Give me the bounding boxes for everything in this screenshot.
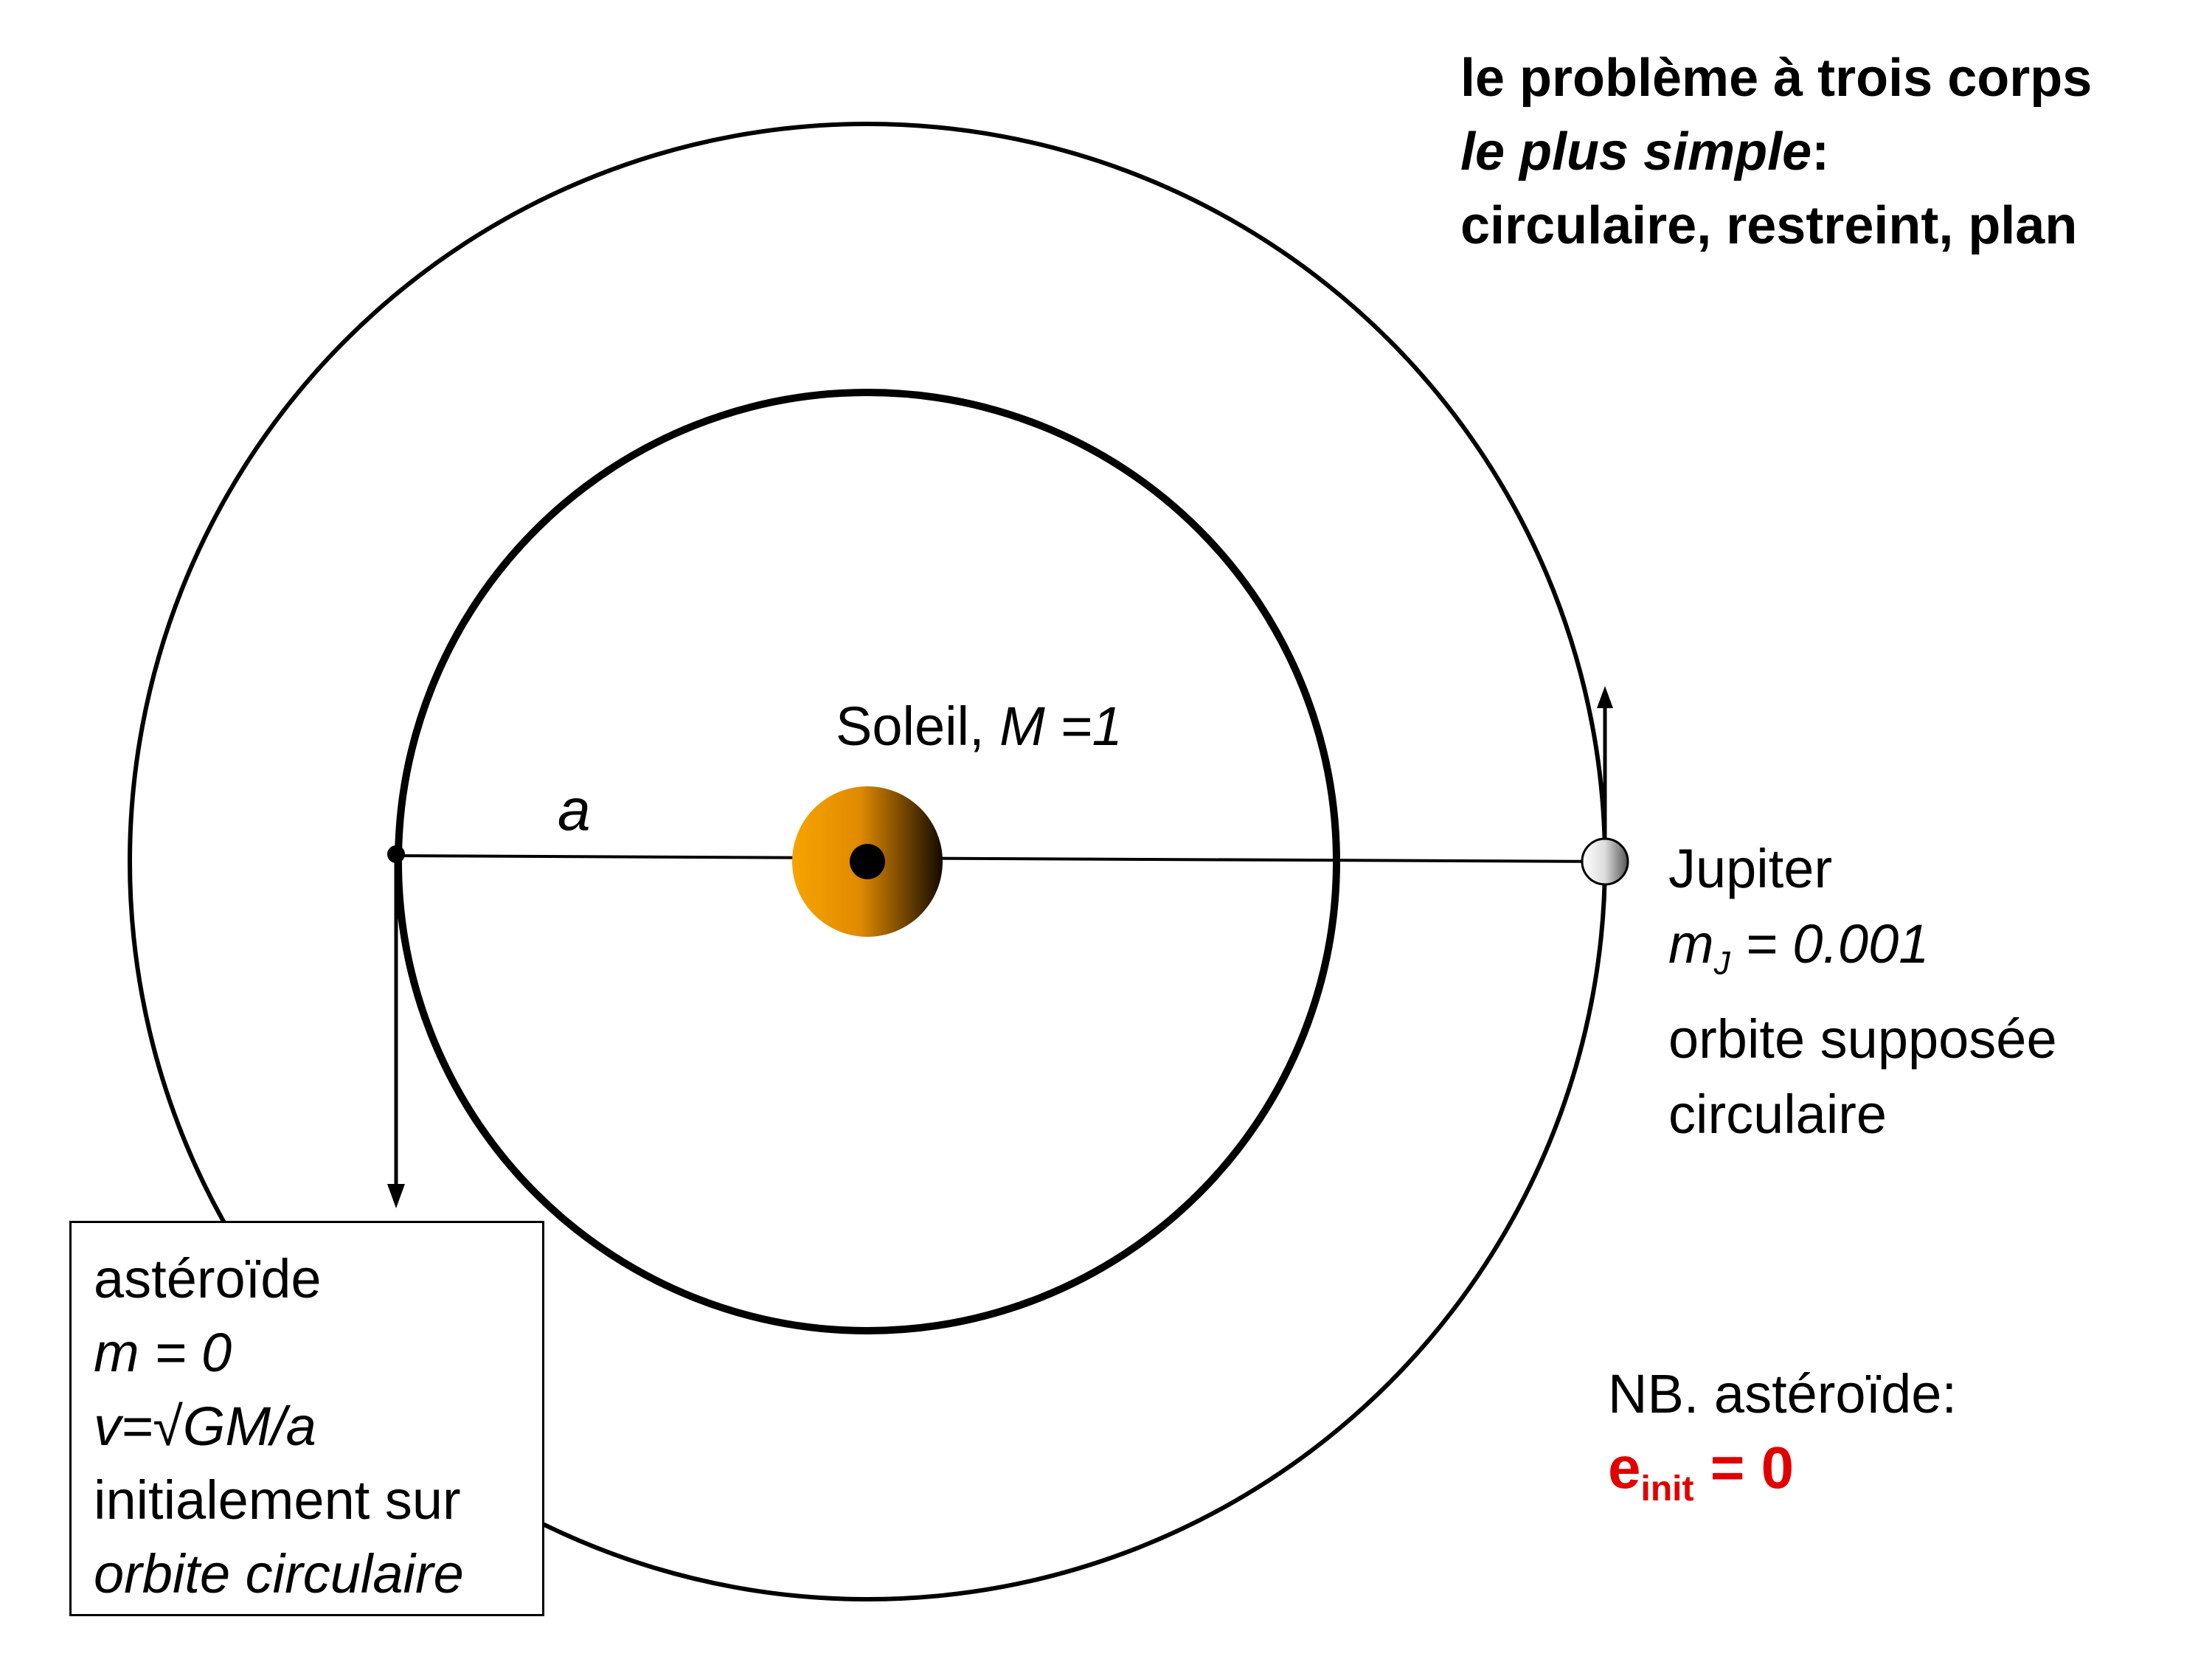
radius-line [395,854,1606,863]
jupiter-mass-symbol: m [1668,913,1714,974]
radius-label: a [558,777,591,842]
jupiter-mass: mJ = 0.001 [1668,907,2057,1002]
asteroid-mass: m = 0 [94,1322,232,1383]
note-line-1: NB. astéroïde: [1608,1363,1958,1424]
sun-label-mass: M =1 [999,696,1123,757]
asteroid-info-box: astéroïde m = 0 v=√GM/a initialement sur… [69,1221,544,1616]
jupiter-mass-value: = 0.001 [1730,913,1930,974]
asteroid-line-4: initialement sur [94,1469,461,1531]
jupiter-label: Jupiter mJ = 0.001 orbite supposée circu… [1668,831,2057,1152]
sun-center-dot [850,844,885,879]
sun-label-plain: Soleil, [836,696,1000,757]
title-line-2-italic: le plus simple [1460,122,1812,181]
note-e-value: = 0 [1693,1435,1795,1500]
asteroid-velocity: v=√GM/a [94,1396,316,1457]
asteroid-point [387,845,405,863]
jupiter-mass-subscript: J [1713,945,1730,982]
title-line-3: circulaire, restreint, plan [1460,196,2078,255]
asteroid-name: astéroïde [94,1248,322,1309]
diagram-title: le problème à trois corps le plus simple… [1460,41,2092,263]
note-eccentricity: einit = 0 [1608,1431,1957,1526]
jupiter [1581,837,1629,886]
jupiter-orbit-line-1: orbite supposée [1668,1008,2057,1070]
jupiter-name: Jupiter [1668,838,1833,899]
sun-label: Soleil, M =1 [836,699,1123,754]
asteroid-arrow-head [387,1184,405,1208]
title-line-1: le problème à trois corps [1460,49,2093,108]
title-line-2: le plus simple: [1460,115,2092,189]
title-line-2-rest: : [1811,122,1830,181]
note-e-symbol: e [1608,1435,1641,1500]
note: NB. astéroïde: einit = 0 [1608,1357,1957,1526]
jupiter-orbit-line-2: circulaire [1668,1083,1887,1145]
note-e-subscript: init [1640,1469,1694,1509]
jupiter-arrow-head [1597,686,1613,708]
asteroid-line-5: orbite circulaire [94,1543,464,1604]
